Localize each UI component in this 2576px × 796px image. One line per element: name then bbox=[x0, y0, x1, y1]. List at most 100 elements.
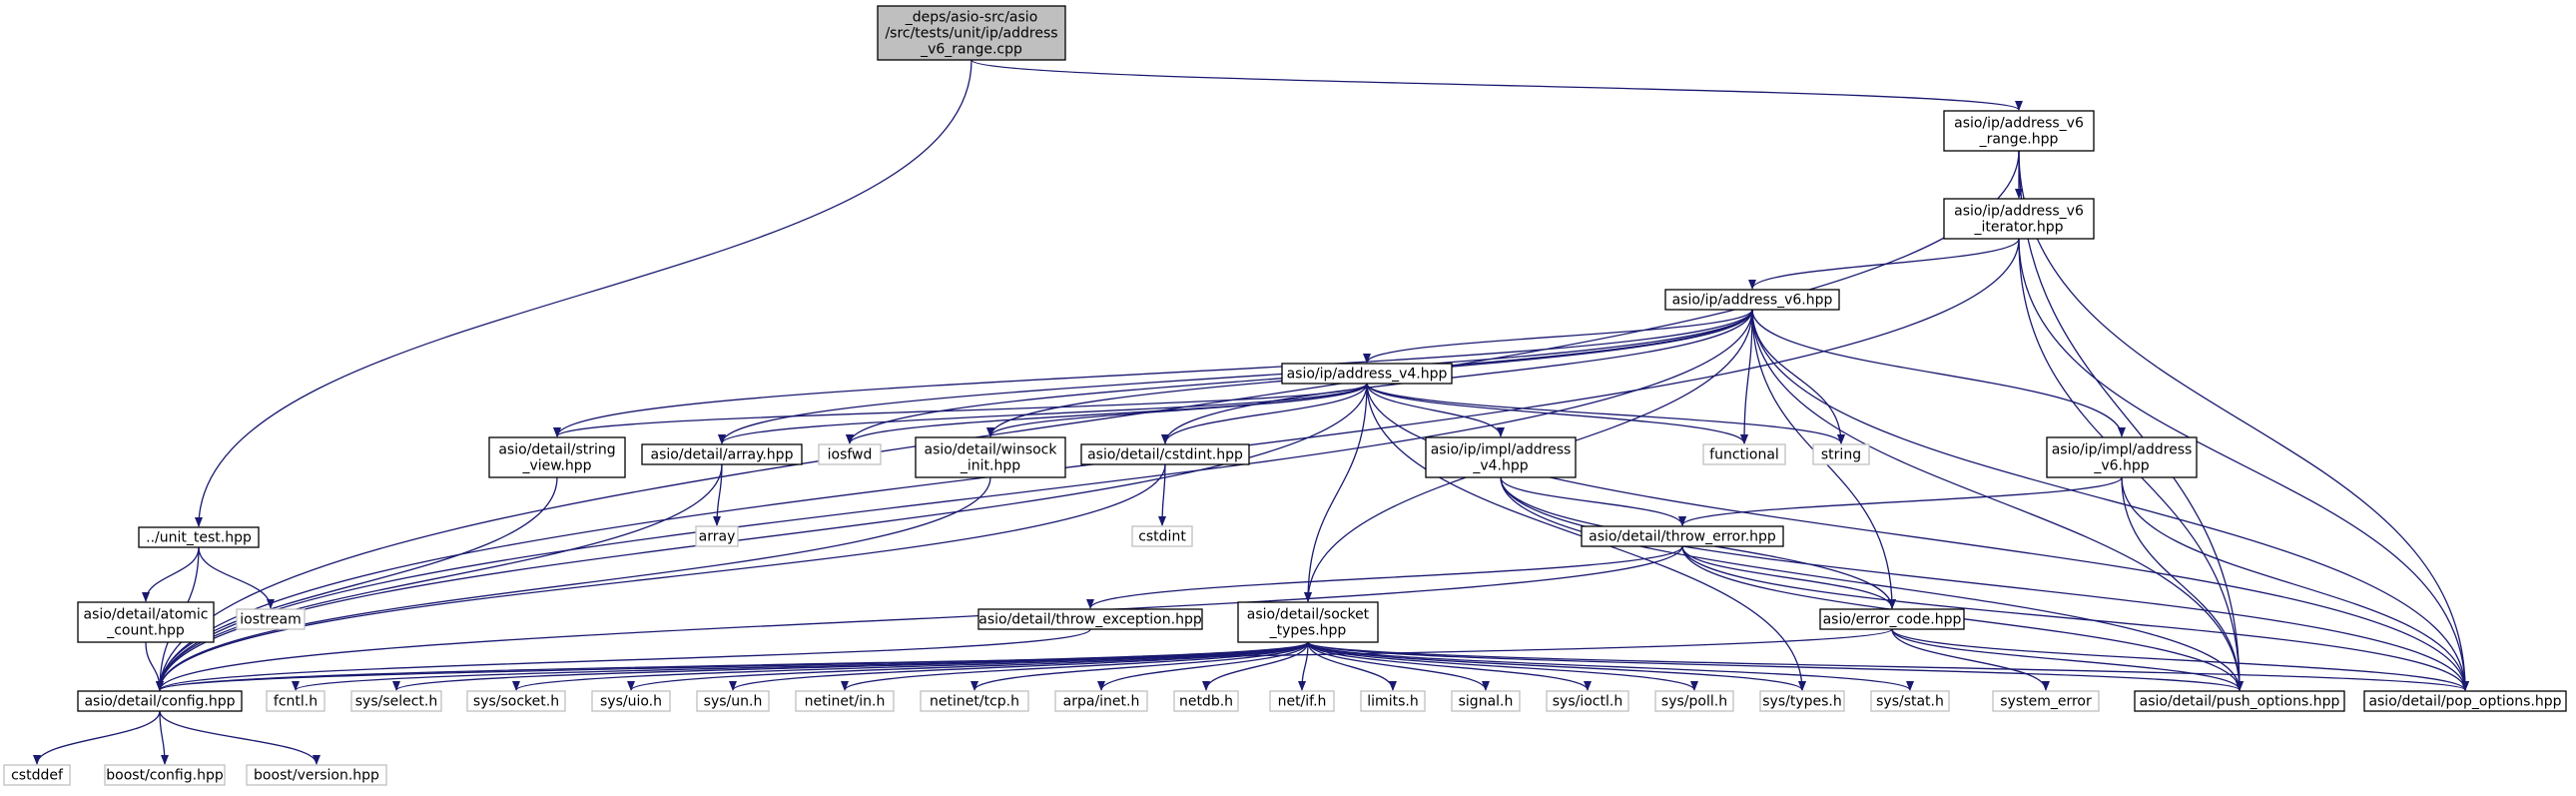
node-sysun: sys/un.h bbox=[696, 690, 770, 712]
node-implv4[interactable]: asio/ip/impl/address_v4.hpp bbox=[1425, 436, 1577, 478]
node-label: asio/detail/throw_error.hpp bbox=[1589, 529, 1776, 545]
node-root[interactable]: _deps/asio-src/asio/src/tests/unit/ip/ad… bbox=[877, 5, 1066, 61]
node-sysuio: sys/uio.h bbox=[591, 690, 671, 712]
edge-socktypes-to-arpainet bbox=[1097, 641, 1309, 691]
node-label: asio/detail/atomic bbox=[84, 607, 209, 623]
node-label: signal.h bbox=[1459, 694, 1514, 710]
edge-errcode-to-config bbox=[156, 628, 1893, 691]
node-push[interactable]: asio/detail/push_options.hpp bbox=[2134, 690, 2345, 712]
edge-implv6-to-throwerror bbox=[1678, 476, 2123, 526]
node-label: string bbox=[1821, 447, 1861, 463]
node-sysioctl: sys/ioctl.h bbox=[1546, 690, 1629, 712]
node-winsock[interactable]: asio/detail/winsock_init.hpp bbox=[915, 436, 1066, 478]
node-box bbox=[466, 690, 566, 712]
node-unittest[interactable]: ../unit_test.hpp bbox=[138, 526, 260, 548]
edge-socktypes-to-netinettcp bbox=[970, 641, 1309, 691]
node-label: asio/ip/address_v6 bbox=[1954, 116, 2084, 132]
node-box bbox=[1080, 443, 1250, 465]
edge-throwerror-to-config bbox=[156, 545, 1683, 691]
node-netinetin: netinet/in.h bbox=[795, 690, 895, 712]
edge-arrayhpp-to-array bbox=[713, 463, 723, 526]
edge-socktypes-to-sysselect bbox=[392, 641, 1309, 691]
edge-v4-to-config bbox=[156, 383, 1368, 691]
edge-socktypes-to-netdb bbox=[1202, 641, 1309, 691]
node-box bbox=[138, 526, 260, 548]
edge-config-to-cstddef bbox=[33, 710, 161, 765]
node-label: sys/uio.h bbox=[600, 694, 662, 710]
node-label: sys/poll.h bbox=[1661, 694, 1727, 710]
node-label: asio/ip/address_v4.hpp bbox=[1287, 367, 1448, 383]
edge-v6-to-pop bbox=[1751, 309, 2469, 691]
node-v6[interactable]: asio/ip/address_v6.hpp bbox=[1664, 289, 1840, 311]
node-throwerror[interactable]: asio/detail/throw_error.hpp bbox=[1581, 525, 1784, 547]
node-label: _count.hpp bbox=[106, 623, 185, 639]
node-syspoll: sys/poll.h bbox=[1654, 690, 1734, 712]
node-label: boost/config.hpp bbox=[106, 768, 224, 784]
edge-socktypes-to-sysun bbox=[729, 641, 1309, 691]
node-limits: limits.h bbox=[1360, 690, 1426, 712]
edge-range-to-pop bbox=[2018, 150, 2469, 691]
node-label: asio/ip/address_v6 bbox=[1954, 204, 2084, 220]
node-box bbox=[1054, 690, 1148, 712]
node-socktypes[interactable]: asio/detail/socket_types.hpp bbox=[1237, 601, 1379, 643]
node-box bbox=[877, 5, 1066, 61]
node-label: asio/detail/socket bbox=[1247, 607, 1370, 623]
node-stringview[interactable]: asio/detail/string_view.hpp bbox=[488, 436, 626, 478]
node-box bbox=[818, 443, 882, 465]
node-label: _iterator.hpp bbox=[1974, 220, 2064, 236]
node-label: asio/detail/config.hpp bbox=[84, 694, 235, 710]
node-label: asio/error_code.hpp bbox=[1823, 612, 1962, 628]
node-cstdinthpp[interactable]: asio/detail/cstdint.hpp bbox=[1080, 443, 1250, 465]
edge-v6-to-v4 bbox=[1363, 309, 1753, 364]
edge-implv4-to-throwerror bbox=[1500, 476, 1686, 526]
node-v4[interactable]: asio/ip/address_v4.hpp bbox=[1281, 363, 1453, 385]
edge-implv6-to-push bbox=[2121, 476, 2244, 691]
node-box bbox=[695, 525, 739, 547]
node-label: sys/ioctl.h bbox=[1553, 694, 1622, 710]
node-box bbox=[350, 690, 442, 712]
node-functional: functional bbox=[1702, 443, 1786, 465]
node-arrayhpp[interactable]: asio/detail/array.hpp bbox=[641, 443, 803, 465]
edge-socktypes-to-syspoll bbox=[1307, 641, 1698, 691]
node-box bbox=[2046, 436, 2198, 478]
edge-cstdinthpp-to-config bbox=[156, 463, 1166, 691]
edge-stringview-to-config bbox=[156, 476, 558, 691]
node-syserror: system_error bbox=[1992, 690, 2100, 712]
node-label: cstdint bbox=[1138, 529, 1186, 545]
node-box bbox=[1992, 690, 2100, 712]
edge-v6-to-arrayhpp bbox=[718, 309, 1753, 444]
node-label: array bbox=[699, 529, 736, 545]
node-config[interactable]: asio/detail/config.hpp bbox=[77, 690, 243, 712]
node-box bbox=[3, 764, 71, 786]
node-label: asio/ip/address_v6.hpp bbox=[1672, 293, 1833, 309]
edge-v4-to-winsock bbox=[986, 383, 1368, 437]
edge-v4-to-cstdinthpp bbox=[1161, 383, 1368, 444]
node-errcode[interactable]: asio/error_code.hpp bbox=[1819, 608, 1965, 630]
node-cstdint: cstdint bbox=[1131, 525, 1193, 547]
node-label: cstddef bbox=[11, 768, 64, 784]
node-pop[interactable]: asio/detail/pop_options.hpp bbox=[2363, 690, 2567, 712]
edge-socktypes-to-systypes bbox=[1307, 641, 1806, 691]
edge-v4-to-socktypes bbox=[1304, 383, 1368, 602]
node-label: asio/detail/cstdint.hpp bbox=[1087, 447, 1243, 463]
edge-v4-to-pop bbox=[1366, 383, 2469, 691]
node-label: boost/version.hpp bbox=[254, 768, 379, 784]
node-label: asio/detail/array.hpp bbox=[651, 447, 794, 463]
edge-iter-to-v6 bbox=[1748, 238, 2020, 290]
node-throwexc[interactable]: asio/detail/throw_exception.hpp bbox=[977, 608, 1203, 630]
edge-errcode-to-push bbox=[1891, 628, 2244, 691]
node-box bbox=[1943, 110, 2095, 152]
node-iter[interactable]: asio/ip/address_v6_iterator.hpp bbox=[1943, 198, 2095, 240]
node-label: sys/select.h bbox=[355, 694, 438, 710]
edge-v6-to-cstdinthpp bbox=[1161, 309, 1753, 444]
edge-unittest-to-iostream bbox=[198, 546, 275, 609]
node-implv6[interactable]: asio/ip/impl/address_v6.hpp bbox=[2046, 436, 2198, 478]
edge-root-to-range bbox=[970, 59, 2023, 111]
node-range[interactable]: asio/ip/address_v6_range.hpp bbox=[1943, 110, 2095, 152]
node-boostconfig: boost/config.hpp bbox=[104, 764, 226, 786]
edge-cstdinthpp-to-cstdint bbox=[1158, 463, 1167, 526]
node-atomic[interactable]: asio/detail/atomic_count.hpp bbox=[77, 601, 215, 643]
node-label: asio/ip/impl/address bbox=[2052, 442, 2193, 458]
node-box bbox=[1819, 608, 1965, 630]
node-box bbox=[2363, 690, 2567, 712]
